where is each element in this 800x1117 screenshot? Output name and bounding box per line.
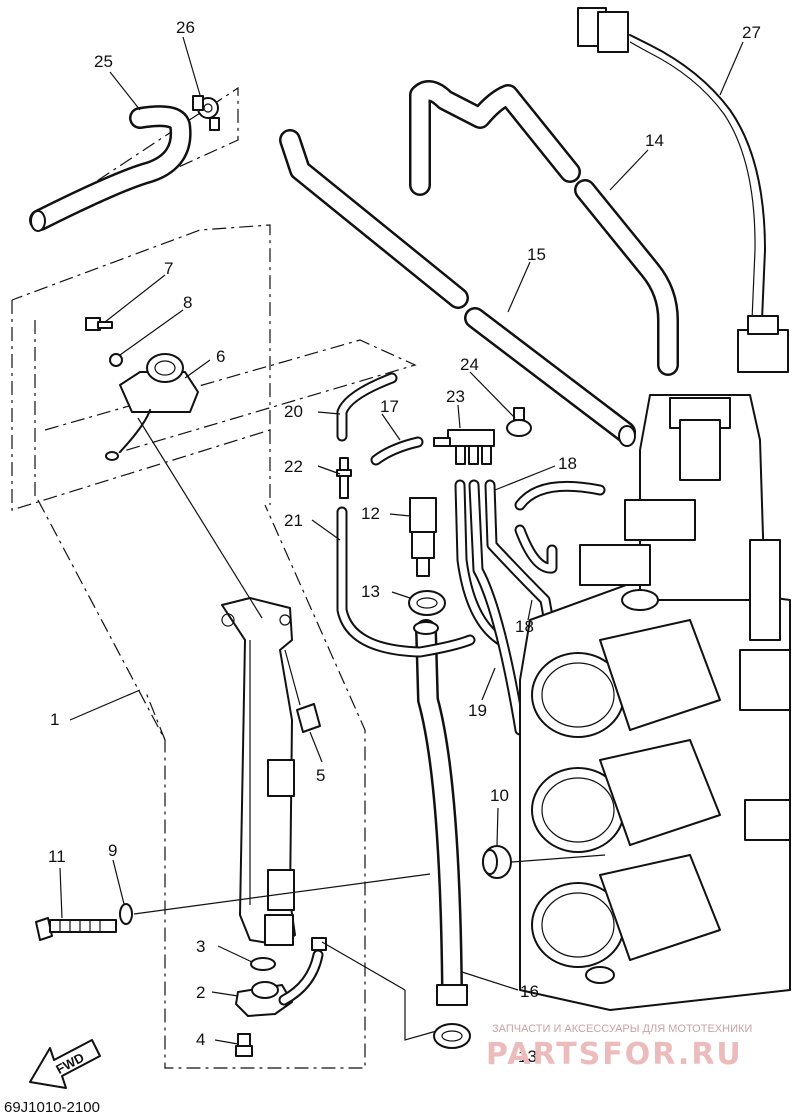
callout-15: 15 — [527, 245, 546, 264]
callout-1: 1 — [50, 710, 59, 729]
callout-4: 4 — [196, 1030, 205, 1049]
tube-20 — [336, 372, 398, 442]
hose-25 — [29, 105, 192, 232]
callout-9: 9 — [108, 841, 117, 860]
callout-16: 16 — [520, 982, 539, 1001]
fitting-12 — [409, 497, 437, 577]
joint-23 — [433, 429, 495, 465]
callout-6: 6 — [216, 347, 225, 366]
callout-12: 12 — [361, 504, 380, 523]
o-ring-3 — [250, 957, 276, 971]
hose-14 — [409, 80, 679, 376]
callout-5: 5 — [316, 766, 325, 785]
callout-18-lower: 18 — [515, 617, 534, 636]
callout-24: 24 — [460, 355, 479, 374]
diagram-code: 69J1010-2100 — [4, 1099, 100, 1116]
wire-harness-27 — [577, 7, 789, 373]
clamp-13-upper — [408, 590, 446, 616]
callout-25: 25 — [94, 52, 113, 71]
washer-9 — [119, 903, 133, 925]
filter-5 — [284, 649, 321, 733]
callout-8: 8 — [183, 293, 192, 312]
callout-14: 14 — [645, 131, 664, 150]
tubes-18-19 — [454, 479, 606, 736]
callout-7: 7 — [164, 259, 173, 278]
callout-17: 17 — [380, 397, 399, 416]
tube-21 — [336, 506, 476, 658]
washer-8 — [109, 353, 123, 367]
callout-3: 3 — [196, 937, 205, 956]
regulator-6 — [105, 353, 199, 461]
callout-26: 26 — [176, 18, 195, 37]
hose-15 — [279, 129, 636, 447]
clip-24 — [506, 407, 532, 437]
throttle-body-assembly — [519, 394, 791, 1011]
hose-16 — [413, 619, 468, 1006]
callout-22: 22 — [284, 457, 303, 476]
callout-2: 2 — [196, 983, 205, 1002]
clamp-26 — [192, 95, 220, 131]
leader-lines — [59, 36, 744, 1045]
callout-19: 19 — [468, 701, 487, 720]
fwd-arrow: FWD — [29, 1039, 101, 1089]
callout-13-upper: 13 — [361, 582, 380, 601]
watermark-caption: ЗАПЧАСТИ И АКСЕССУАРЫ ДЛЯ МОТОТЕХНИКИ — [492, 1023, 752, 1035]
fitting-2 — [235, 937, 327, 1017]
callout-13-lower: 13 — [518, 1047, 537, 1066]
callout-20: 20 — [284, 402, 303, 421]
callout-27: 27 — [742, 23, 761, 42]
screw-4 — [235, 1033, 253, 1057]
watermark: ЗАПЧАСТИ И АКСЕССУАРЫ ДЛЯ МОТОТЕХНИКИ PA… — [486, 1023, 752, 1072]
callout-23: 23 — [446, 387, 465, 406]
watermark-logo: PARTSFOR.RU — [486, 1037, 743, 1072]
clamp-13-lower — [433, 1023, 471, 1049]
tube-17 — [370, 436, 424, 466]
callout-10: 10 — [490, 786, 509, 805]
fuel-rail-1 — [221, 597, 296, 946]
pin-22 — [336, 457, 352, 499]
callout-18-upper: 18 — [558, 454, 577, 473]
callout-numbers: 26 25 27 14 15 7 8 6 24 23 20 17 22 18 2… — [48, 18, 761, 1066]
callout-21: 21 — [284, 511, 303, 530]
callout-11: 11 — [48, 847, 66, 866]
bolt-11 — [35, 917, 117, 941]
grommet-10 — [482, 845, 512, 879]
